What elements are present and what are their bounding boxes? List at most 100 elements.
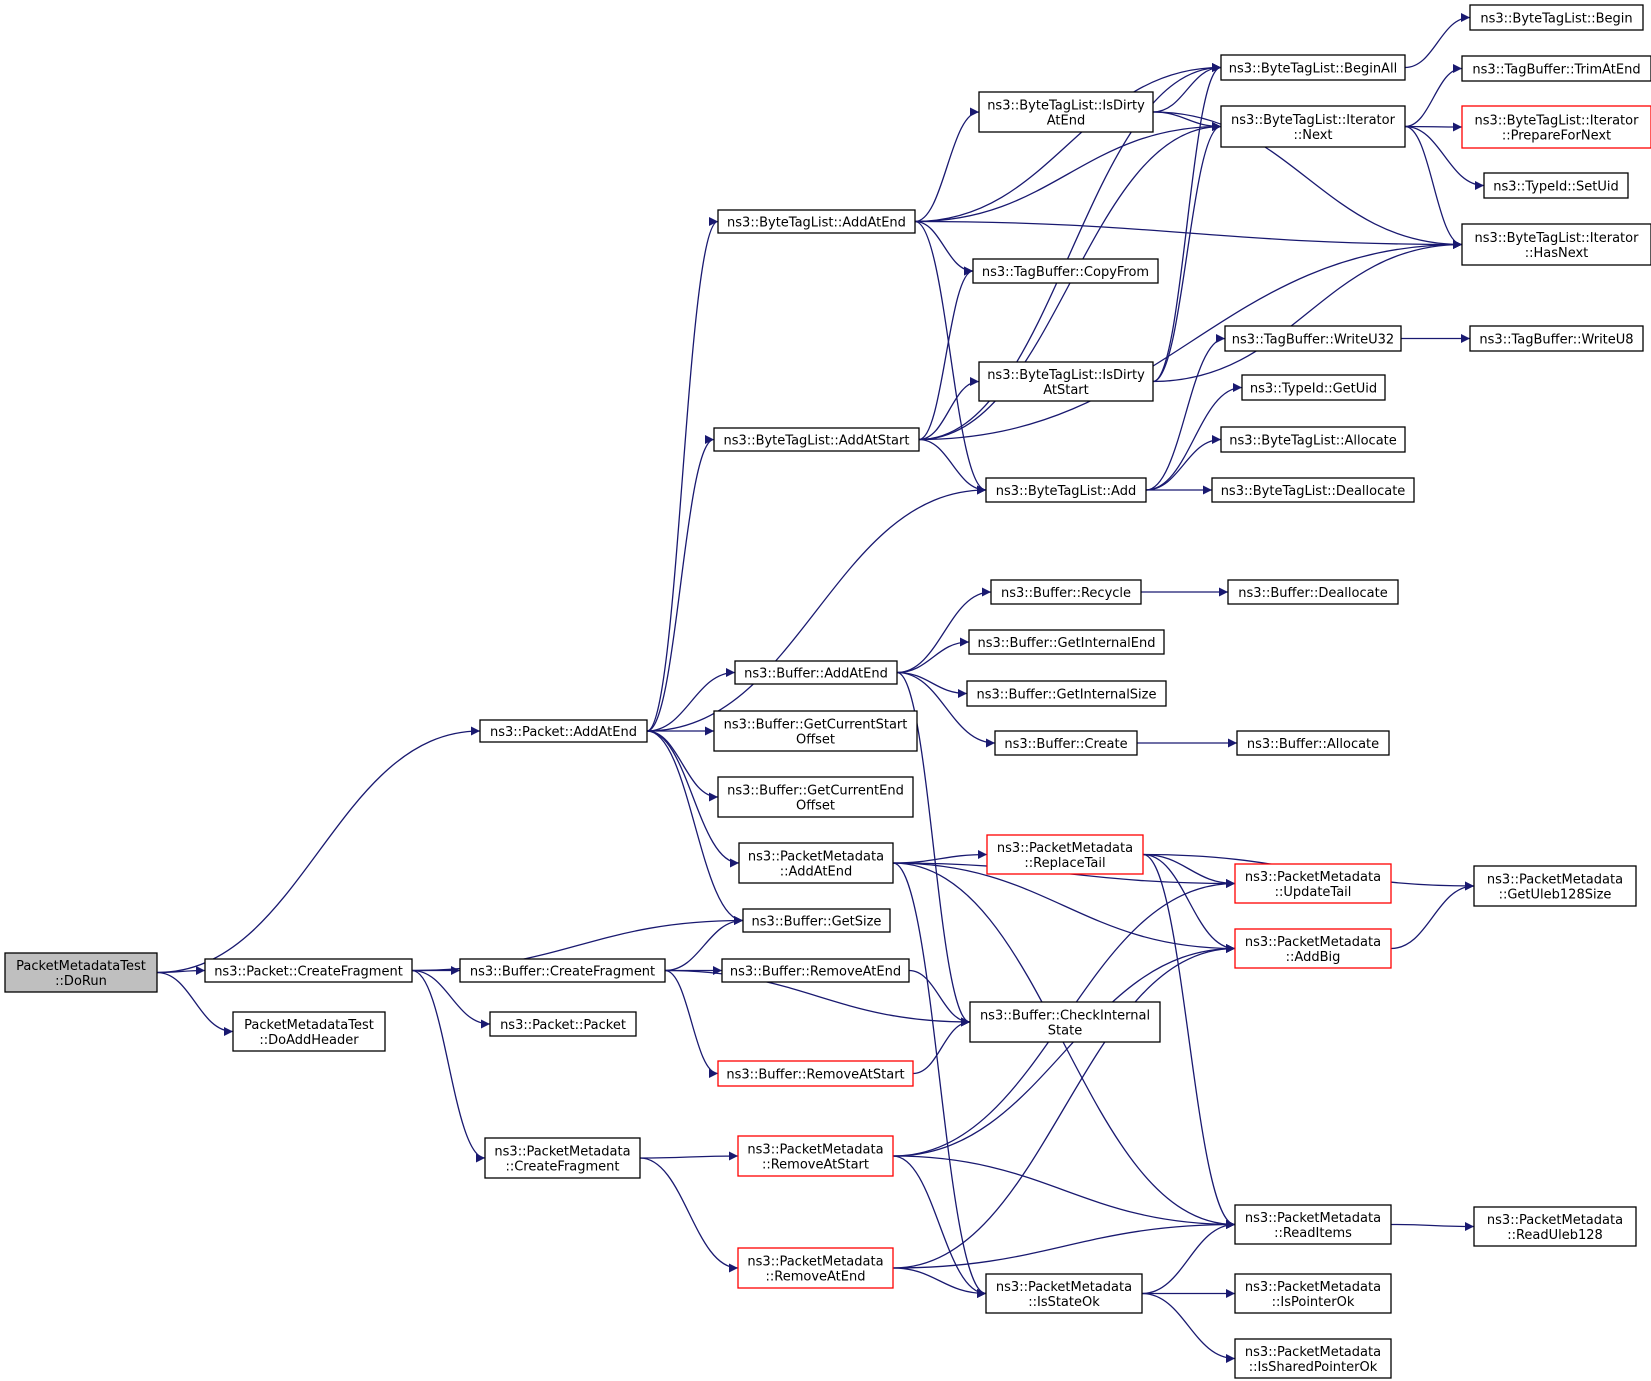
edge-btl-addatstart-to-btl-beginall — [918, 63, 1222, 441]
node-btl-beginall[interactable]: ns3::ByteTagList::BeginAll — [1220, 54, 1406, 81]
node-pkt-createfragment[interactable]: ns3::Packet::CreateFragment — [204, 958, 413, 983]
node-btl-add[interactable]: ns3::ByteTagList::Add — [985, 477, 1147, 503]
edge-btl-addatstart-to-tb-copyfrom — [918, 266, 974, 441]
node-label: ns3::ByteTagList::Allocate — [1229, 434, 1397, 449]
node-pm-replacetail[interactable]: ns3::PacketMetadata::ReplaceTail — [986, 834, 1144, 875]
node-buf-getinternalend[interactable]: ns3::Buffer::GetInternalEnd — [968, 629, 1165, 655]
edge-pkt-addatend-to-btl-addatend — [646, 217, 719, 732]
node-label: ::Next — [1293, 128, 1332, 143]
node-box — [994, 730, 1138, 756]
node-doaddheader[interactable]: PacketMetadataTest::DoAddHeader — [232, 1011, 386, 1052]
node-pm-issharedpointerok[interactable]: ns3::PacketMetadata::IsSharedPointerOk — [1234, 1338, 1392, 1379]
edge-pm-addatend-to-pm-addbig — [892, 862, 1236, 953]
node-label: ns3::Buffer::GetCurrentStart — [724, 718, 908, 733]
node-btl-addatstart[interactable]: ns3::ByteTagList::AddAtStart — [713, 427, 920, 452]
node-buf-addatend[interactable]: ns3::Buffer::AddAtEnd — [734, 660, 898, 685]
edge-btl-isdirtyatend-to-btl-it-next — [1152, 111, 1222, 131]
node-pm-readuleb128[interactable]: ns3::PacketMetadata::ReadUleb128 — [1473, 1206, 1637, 1247]
node-box — [204, 958, 413, 983]
edge-pkt-createfragment-to-pkt-packet — [411, 969, 491, 1029]
node-pm-isstateok[interactable]: ns3::PacketMetadata::IsStateOk — [985, 1273, 1143, 1314]
edge-pkt-addatend-to-pm-addatend — [646, 730, 740, 868]
node-box — [4, 952, 158, 993]
node-label: ns3::Buffer::GetSize — [752, 915, 882, 930]
node-btl-begin[interactable]: ns3::ByteTagList::Begin — [1469, 4, 1644, 31]
node-tb-writeu8[interactable]: ns3::TagBuffer::WriteU8 — [1469, 325, 1644, 352]
node-box — [717, 209, 916, 234]
node-buf-create[interactable]: ns3::Buffer::Create — [994, 730, 1138, 756]
node-tb-writeu32[interactable]: ns3::TagBuffer::WriteU32 — [1224, 325, 1402, 352]
node-label: ns3::Buffer::CreateFragment — [470, 965, 655, 980]
node-buf-getsize[interactable]: ns3::Buffer::GetSize — [742, 908, 891, 933]
node-pm-addatend[interactable]: ns3::PacketMetadata::AddAtEnd — [738, 842, 894, 884]
node-btl-deallocate[interactable]: ns3::ByteTagList::Deallocate — [1211, 477, 1415, 503]
node-label: ns3::ByteTagList::AddAtEnd — [727, 216, 906, 231]
node-btl-it-next[interactable]: ns3::ByteTagList::Iterator::Next — [1220, 105, 1406, 148]
node-label: ns3::PacketMetadata — [997, 841, 1133, 856]
node-label: ns3::PacketMetadata — [747, 1143, 883, 1158]
node-pm-createfragment[interactable]: ns3::PacketMetadata::CreateFragment — [484, 1137, 641, 1179]
edge-pkt-addatend-to-buf-addatend — [646, 668, 736, 732]
node-pkt-addatend[interactable]: ns3::Packet::AddAtEnd — [479, 719, 648, 743]
node-label: ns3::Packet::Packet — [500, 1018, 626, 1033]
node-tb-copyfrom[interactable]: ns3::TagBuffer::CopyFrom — [972, 258, 1159, 284]
node-pm-ispointerok[interactable]: ns3::PacketMetadata::IsPointerOk — [1234, 1273, 1392, 1314]
node-root[interactable]: PacketMetadataTest::DoRun — [4, 952, 158, 993]
edge-pm-removeatend-to-pm-readitems — [892, 1220, 1236, 1269]
edge-btl-addatstart-to-btl-it-hasnext — [918, 240, 1463, 441]
node-pm-removeatstart[interactable]: ns3::PacketMetadata::RemoveAtStart — [737, 1135, 894, 1177]
edge-pkt-addatend-to-btl-add — [646, 485, 987, 732]
node-box — [713, 710, 918, 752]
node-pm-readitems[interactable]: ns3::PacketMetadata::ReadItems — [1234, 1204, 1392, 1245]
node-label: ns3::PacketMetadata — [1245, 1280, 1381, 1295]
node-buf-recycle[interactable]: ns3::Buffer::Recycle — [990, 579, 1142, 605]
node-btl-addatend[interactable]: ns3::ByteTagList::AddAtEnd — [717, 209, 916, 234]
node-box — [1211, 477, 1415, 503]
node-pm-addbig[interactable]: ns3::PacketMetadata::AddBig — [1234, 928, 1392, 969]
node-buf-removeatend[interactable]: ns3::Buffer::RemoveAtEnd — [721, 958, 910, 983]
edge-btl-isdirtyatstart-to-btl-it-next — [1152, 122, 1222, 383]
node-buf-getinternalsize[interactable]: ns3::Buffer::GetInternalSize — [966, 680, 1167, 707]
node-label: ns3::Buffer::Allocate — [1247, 737, 1379, 752]
node-pkt-packet[interactable]: ns3::Packet::Packet — [489, 1011, 637, 1037]
node-tb-trimatend[interactable]: ns3::TagBuffer::TrimAtEnd — [1461, 55, 1651, 82]
node-buf-removeatstart[interactable]: ns3::Buffer::RemoveAtStart — [717, 1060, 914, 1087]
edge-buf-removeatend-to-buf-checkinternal — [908, 969, 971, 1027]
node-box — [1469, 4, 1644, 31]
node-label: ::RemoveAtStart — [762, 1158, 869, 1173]
node-btl-allocate[interactable]: ns3::ByteTagList::Allocate — [1220, 426, 1406, 453]
node-label: ns3::TypeId::SetUid — [1493, 180, 1618, 195]
node-buf-createfragment[interactable]: ns3::Buffer::CreateFragment — [459, 958, 666, 983]
node-pm-removeatend[interactable]: ns3::PacketMetadata::RemoveAtEnd — [737, 1247, 894, 1289]
edge-pm-createfragment-to-pm-removeatend — [639, 1157, 739, 1273]
edge-pkt-addatend-to-buf-getcurend — [646, 730, 719, 802]
node-box — [737, 1247, 894, 1289]
node-buf-allocate[interactable]: ns3::Buffer::Allocate — [1236, 730, 1390, 756]
edge-buf-addatend-to-buf-getinternalend — [896, 637, 970, 674]
node-btl-it-hasnext[interactable]: ns3::ByteTagList::Iterator::HasNext — [1461, 223, 1651, 266]
edge-buf-createfragment-to-buf-getsize — [664, 916, 744, 972]
node-label: ns3::Buffer::AddAtEnd — [744, 667, 888, 682]
node-box — [968, 629, 1165, 655]
edge-pm-isstateok-to-pm-issharedpointerok — [1141, 1292, 1236, 1363]
node-label: ns3::TagBuffer::WriteU32 — [1232, 333, 1394, 348]
node-btl-it-prepare[interactable]: ns3::ByteTagList::Iterator::PrepareForNe… — [1461, 105, 1651, 149]
node-pm-updatetail[interactable]: ns3::PacketMetadata::UpdateTail — [1234, 863, 1392, 904]
edge-pm-removeatstart-to-pm-addbig — [892, 944, 1236, 1157]
node-pm-getuleb128size[interactable]: ns3::PacketMetadata::GetUleb128Size — [1473, 865, 1637, 907]
node-typeid-getuid[interactable]: ns3::TypeId::GetUid — [1241, 374, 1386, 401]
node-box — [1461, 105, 1651, 149]
node-buf-deallocate[interactable]: ns3::Buffer::Deallocate — [1227, 579, 1399, 605]
node-label: ns3::Packet::AddAtEnd — [490, 725, 637, 740]
node-label: ns3::TagBuffer::CopyFrom — [982, 265, 1149, 280]
node-box — [986, 834, 1144, 875]
node-typeid-setuid[interactable]: ns3::TypeId::SetUid — [1483, 172, 1629, 199]
node-box — [1220, 426, 1406, 453]
edge-pm-addatend-to-pm-isstateok — [892, 862, 987, 1298]
edge-pkt-addatend-to-buf-getsize — [646, 730, 744, 925]
